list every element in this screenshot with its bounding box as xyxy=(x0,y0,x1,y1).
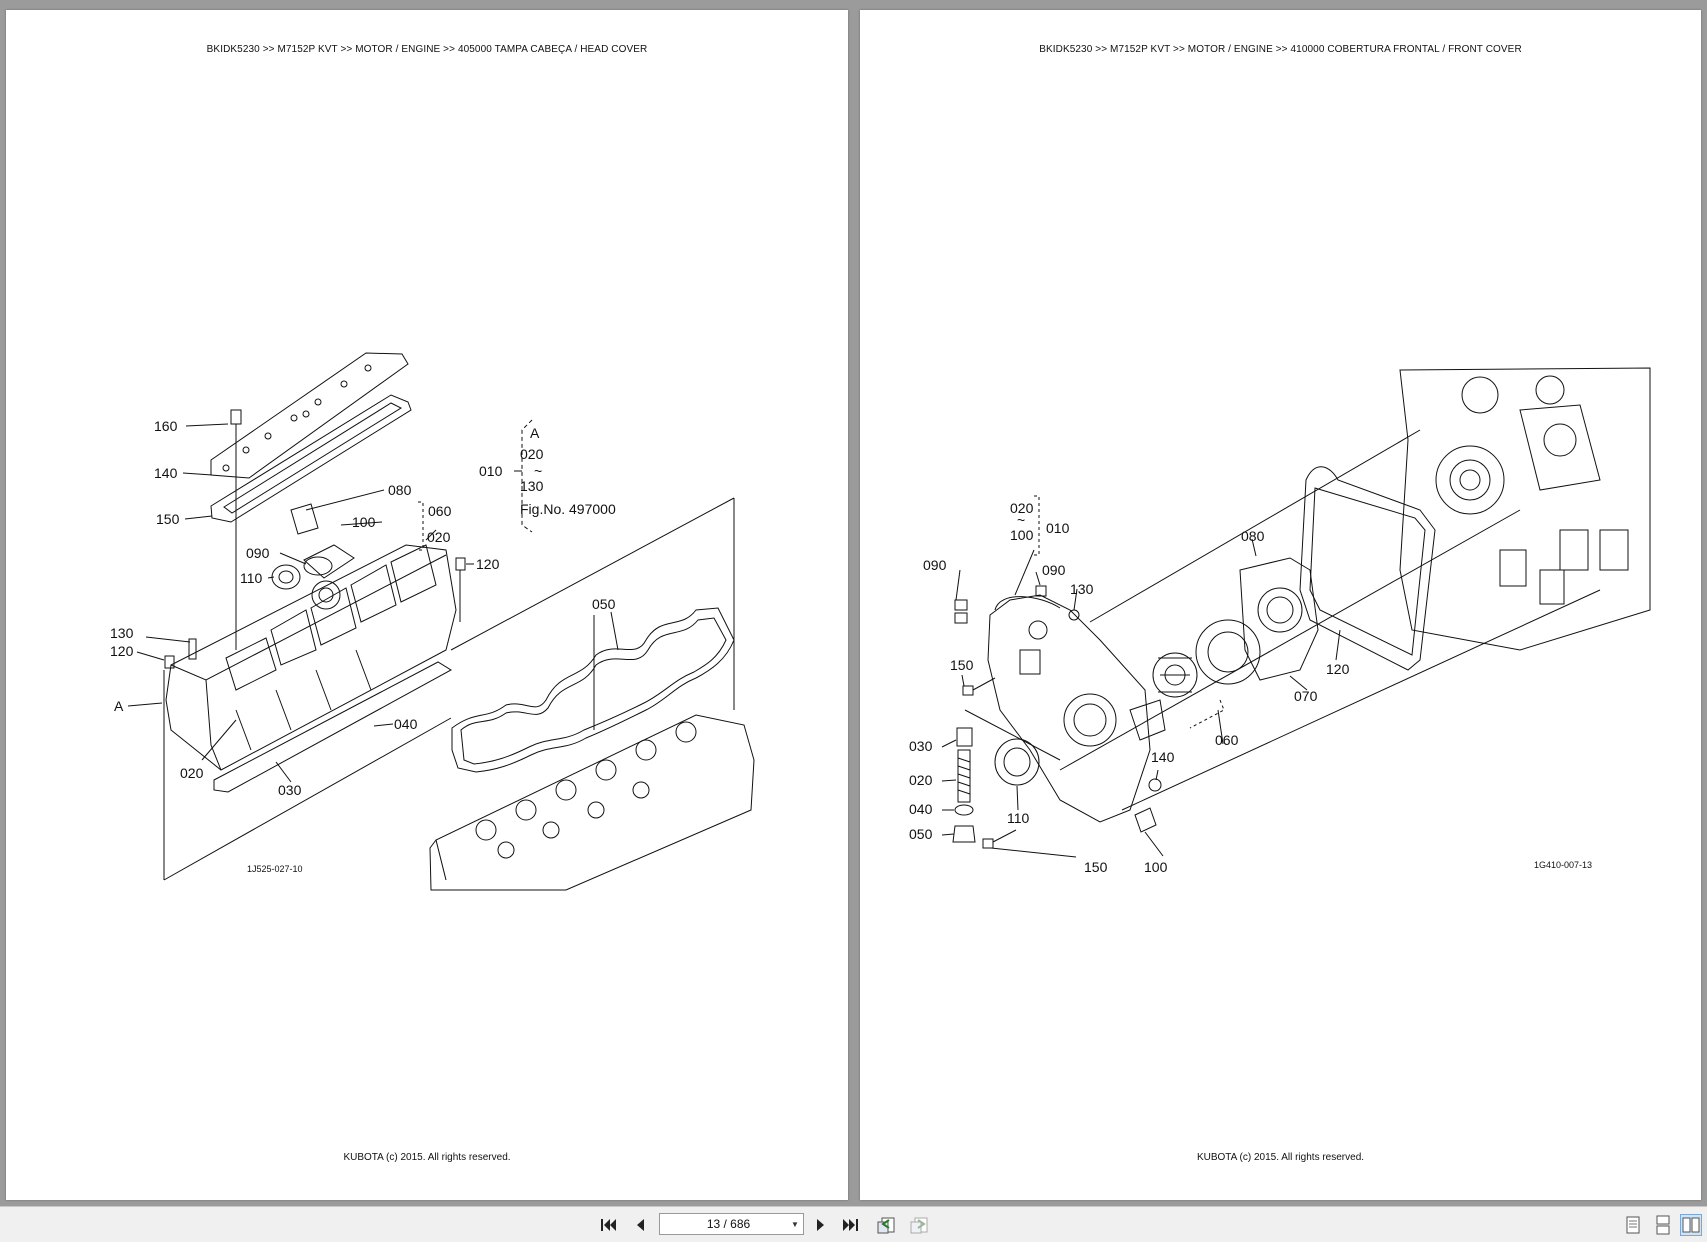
front-cover-housing xyxy=(987,594,1151,823)
bracket-label-fig: Fig.No. 497000 xyxy=(520,501,616,517)
callout-070: 070 xyxy=(1294,688,1318,704)
first-page-button[interactable] xyxy=(597,1214,619,1236)
page-footer: KUBOTA (c) 2015. All rights reserved. xyxy=(1196,1152,1365,1163)
bracket-label-A: A xyxy=(530,425,540,441)
callout-080: 080 xyxy=(1241,528,1265,544)
go-forward-icon xyxy=(910,1217,928,1234)
callout-150-bottom: 150 xyxy=(1084,859,1108,875)
page-indicator: 13 / 686 xyxy=(706,1217,751,1231)
callout-010: 010 xyxy=(479,463,503,479)
document-viewer: BKIDK5230 >> M7152P KVT >> MOTOR / ENGIN… xyxy=(6,10,1701,1200)
callout-030: 030 xyxy=(278,782,302,798)
figure-code: 1J525-027-10 xyxy=(247,864,303,874)
callout-160: 160 xyxy=(154,418,178,434)
callout-020: 020 xyxy=(909,772,933,788)
previous-page-icon xyxy=(637,1219,644,1231)
bracket-label-130: 130 xyxy=(520,478,544,494)
gasket-030 xyxy=(213,661,452,793)
callout-090: 090 xyxy=(246,545,270,561)
gasket-050 xyxy=(451,607,735,773)
callout-060: 060 xyxy=(1215,732,1239,748)
single-page-view-icon xyxy=(1626,1216,1640,1234)
callout-150: 150 xyxy=(156,511,180,527)
next-page-icon xyxy=(817,1219,824,1231)
bracket-tilde: ~ xyxy=(534,463,542,479)
facing-pages-view-icon xyxy=(1682,1217,1700,1233)
callout-090: 090 xyxy=(1042,562,1066,578)
head-cover-diagram: 160 140 150 080 100 060 090 020 110 120 … xyxy=(110,352,755,891)
continuous-view-button[interactable] xyxy=(1652,1214,1674,1236)
callout-040: 040 xyxy=(394,716,418,732)
callout-060: 060 xyxy=(428,503,452,519)
first-page-icon xyxy=(601,1219,616,1231)
callout-050: 050 xyxy=(909,826,933,842)
callout-050: 050 xyxy=(592,596,616,612)
bracket-tilde: ~ xyxy=(1017,512,1025,528)
callout-020-top: 020 xyxy=(427,529,451,545)
bracket-label-020: 020 xyxy=(520,446,544,462)
gasket-150 xyxy=(210,394,412,523)
callout-100-top: 100 xyxy=(1010,527,1034,543)
front-cover-diagram: 020 ~ 100 010 080 090 090 130 150 030 02… xyxy=(909,367,1651,875)
last-page-button[interactable] xyxy=(840,1214,862,1236)
callout-020-top: 020 xyxy=(1010,500,1034,516)
page-header: BKIDK5230 >> M7152P KVT >> MOTOR / ENGIN… xyxy=(206,44,648,55)
callout-010: 010 xyxy=(1046,520,1070,536)
callout-130: 130 xyxy=(110,625,134,641)
callout-090-left: 090 xyxy=(923,557,947,573)
callout-100: 100 xyxy=(352,514,376,530)
go-back-icon xyxy=(877,1217,895,1234)
previous-page-button[interactable] xyxy=(629,1214,651,1236)
page-left: BKIDK5230 >> M7152P KVT >> MOTOR / ENGIN… xyxy=(6,10,848,1200)
head-cover-body xyxy=(165,544,457,771)
gasket-120 xyxy=(1299,466,1436,671)
chevron-down-icon[interactable]: ▼ xyxy=(791,1219,799,1229)
callout-030: 030 xyxy=(909,738,933,754)
callout-080: 080 xyxy=(388,482,412,498)
callout-110: 110 xyxy=(240,570,263,586)
callout-140: 140 xyxy=(154,465,178,481)
figure-code: 1G410-007-13 xyxy=(1534,860,1592,870)
callout-120: 120 xyxy=(1326,661,1350,677)
go-forward-button[interactable] xyxy=(908,1214,930,1236)
callout-150-left: 150 xyxy=(950,657,974,673)
callout-120-right: 120 xyxy=(476,556,500,572)
callout-040: 040 xyxy=(909,801,933,817)
cylinder-head xyxy=(429,714,755,891)
callout-100: 100 xyxy=(1144,859,1168,875)
continuous-view-icon xyxy=(1656,1215,1670,1235)
engine-block xyxy=(1399,367,1651,651)
callout-130: 130 xyxy=(1070,581,1094,597)
page-right: BKIDK5230 >> M7152P KVT >> MOTOR / ENGIN… xyxy=(860,10,1701,1200)
page-footer: KUBOTA (c) 2015. All rights reserved. xyxy=(343,1152,511,1163)
last-page-icon xyxy=(843,1219,858,1231)
next-page-button[interactable] xyxy=(810,1214,832,1236)
callout-020-bottom: 020 xyxy=(180,765,204,781)
single-page-view-button[interactable] xyxy=(1622,1214,1644,1236)
page-number-field[interactable]: 13 / 686 ▼ xyxy=(659,1213,804,1235)
callout-A: A xyxy=(114,698,124,714)
navigation-toolbar: 13 / 686 ▼ xyxy=(0,1206,1707,1242)
callout-120-left: 120 xyxy=(110,643,134,659)
page-header: BKIDK5230 >> M7152P KVT >> MOTOR / ENGIN… xyxy=(1039,44,1522,55)
facing-pages-view-button[interactable] xyxy=(1680,1214,1702,1236)
callout-110: 110 xyxy=(1007,810,1030,826)
go-back-button[interactable] xyxy=(875,1214,897,1236)
callout-140: 140 xyxy=(1151,749,1175,765)
